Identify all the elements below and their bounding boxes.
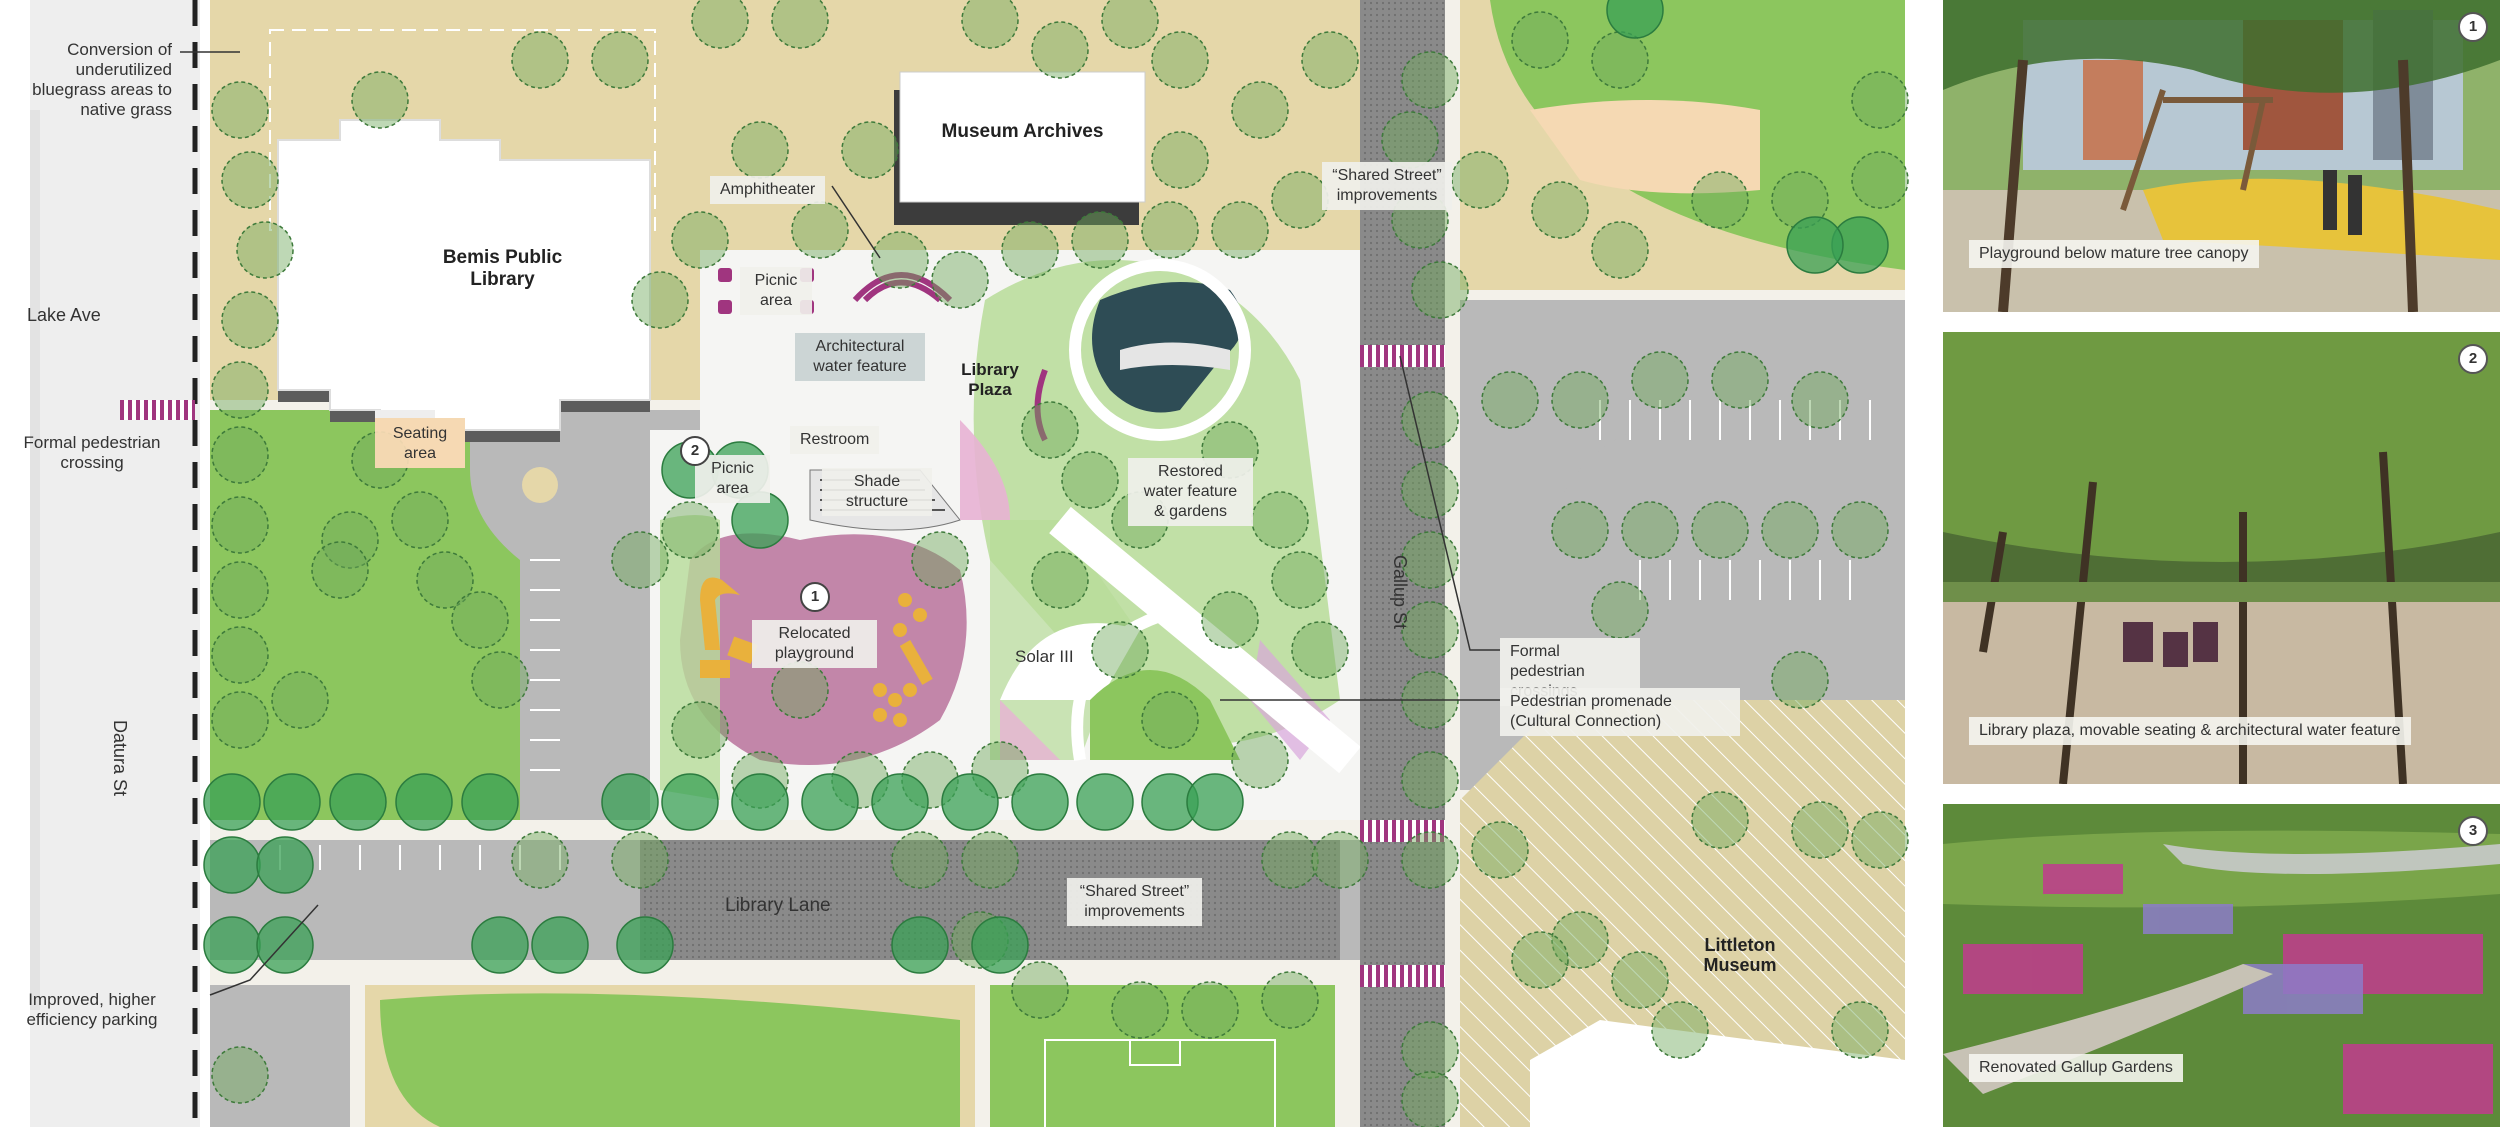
label-relocated-playground: Relocated playground [752, 620, 877, 668]
label-solar-iii: Solar III [1015, 647, 1074, 666]
bemis-library-building [277, 119, 651, 431]
photo-caption-1: Playground below mature tree canopy [1969, 240, 2259, 268]
label-seating-area: Seating area [375, 420, 465, 468]
amphitheater-arcs [852, 272, 1048, 442]
pedestrian-crossing-gallup-south [1360, 965, 1445, 987]
pedestrian-crossing-left [120, 400, 195, 420]
pedestrian-promenade [1049, 506, 1361, 774]
street-trees [203, 0, 1889, 974]
datura-street [30, 0, 200, 1127]
label-datura-st: Datura St [110, 720, 130, 797]
label-architectural-water-feature: Architectural water feature [795, 333, 925, 381]
tree-canopy [211, 0, 1909, 1127]
callout-badge-2: 2 [680, 436, 710, 466]
pedestrian-crossing-gallup-north [1360, 345, 1445, 367]
photo-playground: 1 Playground below mature tree canopy [1943, 0, 2500, 312]
photo-library-plaza: 2 Library plaza, movable seating & archi… [1943, 332, 2500, 784]
label-improved-parking: Improved, higher efficiency parking [26, 990, 158, 1029]
photo-caption-3: Renovated Gallup Gardens [1969, 1054, 2183, 1082]
photo-badge-2: 2 [2458, 344, 2488, 374]
label-littleton-museum: Littleton Museum [1703, 935, 1777, 975]
leader-lines [180, 51, 1500, 996]
label-shared-street-north: “Shared Street” improvements [1322, 162, 1452, 210]
label-museum-archives: Museum Archives [941, 121, 1104, 142]
play-equipment [700, 577, 933, 727]
label-conversion-native-grass: Conversion of underutilized bluegrass ar… [32, 40, 172, 119]
label-bemis-library: Bemis Public Library [442, 247, 563, 290]
label-restroom: Restroom [790, 426, 880, 454]
photo-badge-1: 1 [2458, 12, 2488, 42]
soccer-field [990, 985, 1335, 1127]
photo-caption-2: Library plaza, movable seating & archite… [1969, 717, 2411, 745]
label-amphitheater: Amphitheater [710, 176, 826, 204]
label-shade-structure: Shade structure [822, 468, 932, 516]
label-library-plaza: Library Plaza [961, 360, 1019, 399]
littleton-museum-building [1530, 1020, 1905, 1127]
site-plan-map [30, 0, 1909, 1127]
label-gallup-st: Gallup St [1390, 555, 1410, 630]
callout-badge-1: 1 [800, 582, 830, 612]
label-shared-street-south: “Shared Street” improvements [1067, 878, 1202, 926]
museum-archives-building [899, 71, 1146, 203]
pedestrian-crossing-gallup-mid [1360, 820, 1445, 842]
label-picnic-area-1: Picnic area [740, 267, 812, 315]
photo-gallup-gardens: 3 Renovated Gallup Gardens [1943, 804, 2500, 1127]
littleton-museum-grounds [1460, 700, 1905, 1127]
label-pedestrian-promenade: Pedestrian promenade (Cultural Connectio… [1500, 688, 1740, 736]
label-picnic-area-2: Picnic area [695, 455, 770, 503]
label-formal-crossing-left: Formal pedestrian crossing [23, 433, 161, 472]
parking-west [470, 410, 700, 820]
photo-badge-3: 3 [2458, 816, 2488, 846]
label-restored-water-feature: Restored water feature & gardens [1128, 458, 1253, 526]
label-lake-ave: Lake Ave [27, 305, 101, 325]
label-library-lane: Library Lane [725, 895, 831, 916]
